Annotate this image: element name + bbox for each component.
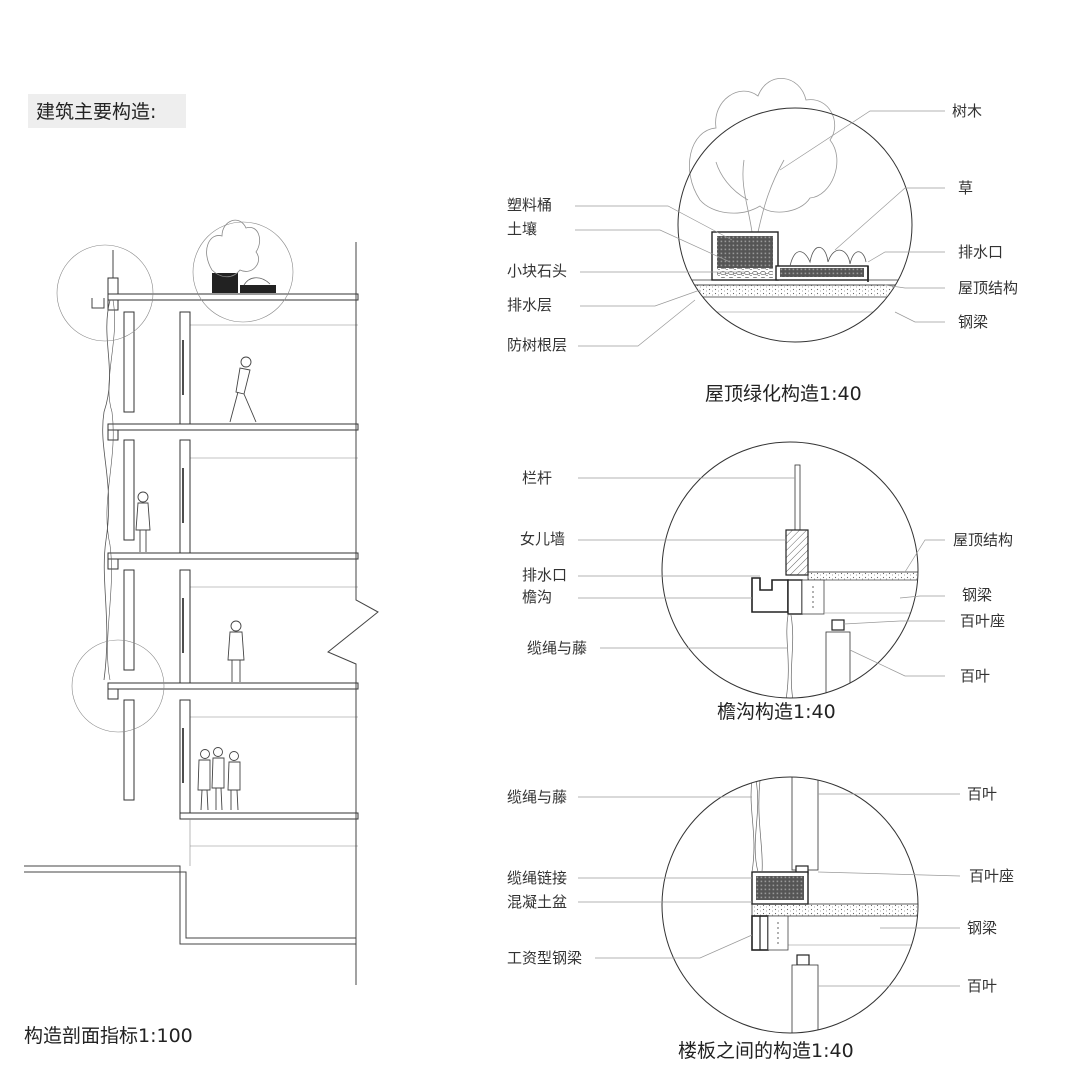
floor-label-steel-beam: 钢梁 bbox=[967, 919, 997, 937]
floor-label-cable-vine: 缆绳与藤 bbox=[507, 788, 567, 806]
gutter-label-steel-beam: 钢梁 bbox=[962, 586, 992, 604]
gutter-detail-caption: 檐沟构造1:40 bbox=[717, 701, 836, 723]
roof-label-grass: 草 bbox=[958, 179, 973, 197]
gutter-label-parapet: 女儿墙 bbox=[520, 530, 565, 548]
gutter-label-louver-seat: 百叶座 bbox=[960, 612, 1005, 630]
roof-label-steel-beam: 钢梁 bbox=[958, 313, 988, 331]
section-caption-text: 构造剖面指标1:100 bbox=[24, 1025, 193, 1047]
gutter-label-louver: 百叶 bbox=[960, 667, 990, 685]
building-section bbox=[24, 219, 379, 985]
roof-label-plastic-bucket: 塑料桶 bbox=[507, 196, 552, 214]
floor-label-cable-link: 缆绳链接 bbox=[507, 869, 567, 887]
gutter-label-cable-vine: 缆绳与藤 bbox=[527, 639, 587, 657]
gutter-label-drain-outlet: 排水口 bbox=[522, 566, 567, 584]
floor-label-louver-bottom: 百叶 bbox=[967, 977, 997, 995]
roof-label-drainage-layer: 排水层 bbox=[507, 296, 552, 314]
gutter-label-railing: 栏杆 bbox=[522, 469, 552, 487]
gutter-label-eaves-gutter: 檐沟 bbox=[522, 588, 552, 606]
roof-label-roof-structure: 屋顶结构 bbox=[958, 279, 1018, 297]
floor-label-concrete-planter: 混凝土盆 bbox=[507, 893, 567, 911]
roof-label-soil: 土壤 bbox=[507, 220, 537, 238]
roof-detail-caption: 屋顶绿化构造1:40 bbox=[705, 383, 862, 405]
roof-label-drain-outlet: 排水口 bbox=[958, 243, 1003, 261]
floor-label-louver-seat: 百叶座 bbox=[969, 867, 1014, 885]
roof-label-tree: 树木 bbox=[952, 102, 982, 120]
roof-label-root-barrier: 防树根层 bbox=[507, 336, 567, 354]
section-caption: 构造剖面指标1:100 bbox=[24, 1025, 193, 1047]
roof-greening-detail: 塑料桶 土壤 小块石头 排水层 防树根层 树木 草 排水口 屋顶结构 钢梁 屋顶… bbox=[507, 78, 1018, 405]
roof-label-gravel: 小块石头 bbox=[507, 262, 567, 280]
tree-sketch bbox=[689, 78, 838, 233]
gutter-label-roof-structure: 屋顶结构 bbox=[953, 531, 1013, 549]
sheet-title: 建筑主要构造: bbox=[28, 94, 186, 128]
gutter-detail: 栏杆 女儿墙 排水口 檐沟 缆绳与藤 屋顶结构 钢梁 百叶座 百叶 檐沟构造1:… bbox=[520, 441, 1013, 723]
floor-label-i-beam: 工资型钢梁 bbox=[507, 949, 582, 967]
floor-detail-caption: 楼板之间的构造1:40 bbox=[678, 1040, 854, 1062]
floor-detail: 缆绳与藤 缆绳链接 混凝土盆 工资型钢梁 百叶 百叶座 钢梁 百叶 楼板之间的构… bbox=[507, 776, 1014, 1062]
sheet-title-text: 建筑主要构造: bbox=[36, 101, 156, 123]
floor-label-louver-top: 百叶 bbox=[967, 785, 997, 803]
